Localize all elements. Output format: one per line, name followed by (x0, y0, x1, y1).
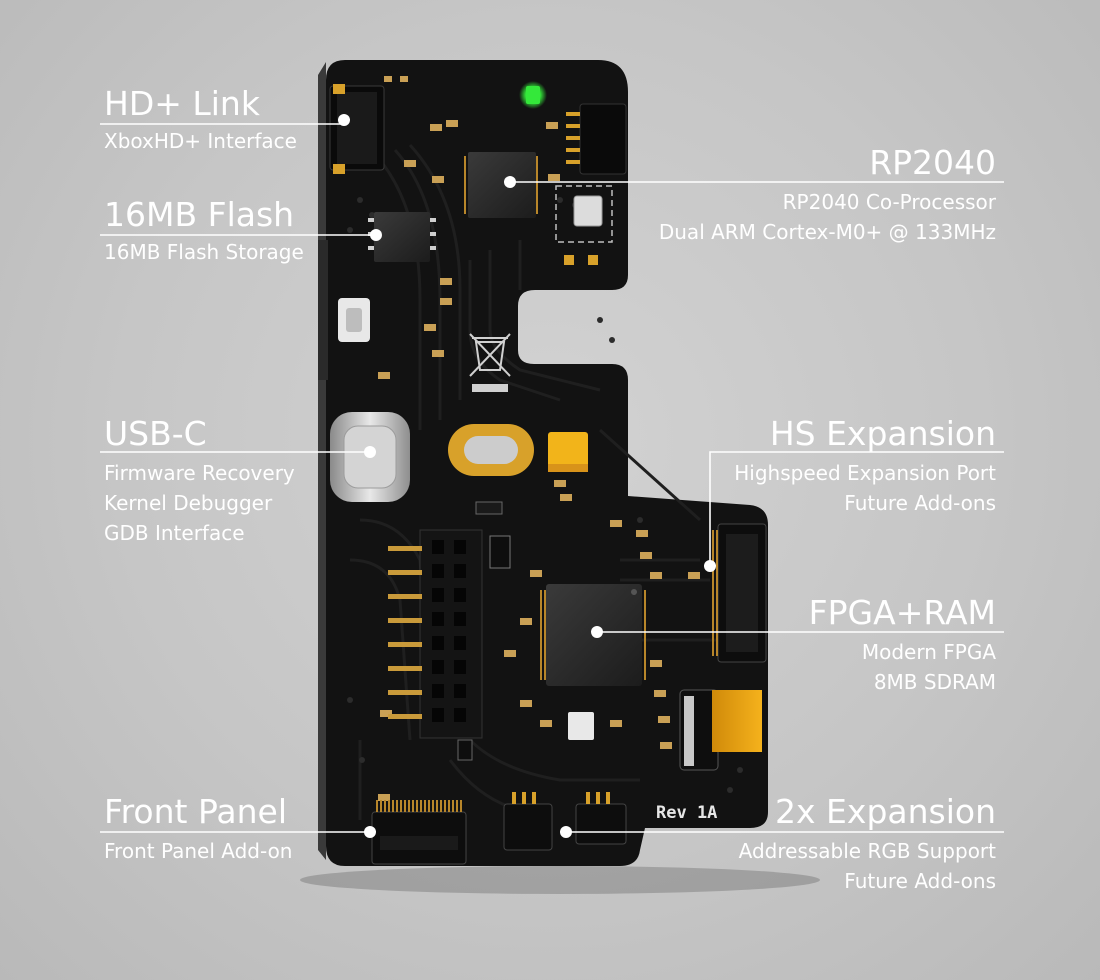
diode (475, 501, 503, 515)
header-pin (388, 666, 422, 671)
callout-desc: Future Add-ons (844, 869, 996, 893)
via-dots (347, 197, 743, 793)
expansion-connector-2 (575, 792, 627, 845)
crystal (573, 195, 603, 227)
board-revision: Rev 1A (656, 803, 717, 823)
header-socket (432, 588, 444, 602)
callout-2x-expansion: 2x Expansion Addressable RGB Support Fut… (739, 792, 996, 896)
tact-switch (338, 298, 370, 342)
callout-desc: 16MB Flash Storage (104, 240, 304, 264)
header-socket (432, 684, 444, 698)
expansion-connector-1 (503, 792, 553, 851)
header-socket (432, 660, 444, 674)
rp2040-chip (464, 152, 540, 218)
callout-hd-link: HD+ Link XboxHD+ Interface (104, 84, 297, 156)
header-pin (388, 594, 422, 599)
header-pin (388, 642, 422, 647)
small-ic (568, 712, 594, 740)
callout-title: 2x Expansion (775, 792, 996, 831)
header-socket (432, 636, 444, 650)
callout-desc: 8MB SDRAM (873, 670, 996, 694)
test-pad (564, 255, 574, 265)
callout-lines (100, 120, 1004, 833)
status-led (519, 81, 547, 109)
callout-dot-2x-expansion (560, 826, 572, 838)
tantalum-capacitor (548, 432, 588, 472)
header-socket (454, 660, 466, 674)
header-pin (388, 690, 422, 695)
header-socket (454, 540, 466, 554)
callout-dot-usbc (364, 446, 376, 458)
hd-link-connector (329, 84, 385, 174)
callout-dot-hd-link (338, 114, 350, 126)
callout-desc: Modern FPGA (861, 640, 996, 664)
crystal-footprint (555, 185, 613, 243)
callout-fpga: FPGA+RAM Modern FPGA 8MB SDRAM (809, 593, 996, 697)
weee-bin-icon (469, 333, 511, 392)
callout-dot-hs-expansion (704, 560, 716, 572)
callout-title: RP2040 (869, 143, 996, 182)
callout-desc: Highspeed Expansion Port (734, 461, 996, 485)
header-socket (432, 612, 444, 626)
callout-desc: Future Add-ons (844, 491, 996, 515)
callout-front-panel: Front Panel Front Panel Add-on (104, 792, 292, 866)
callout-desc: Kernel Debugger (104, 491, 273, 515)
regulator (489, 535, 511, 569)
callout-hs-expansion: HS Expansion Highspeed Expansion Port Fu… (734, 414, 996, 518)
front-panel-connector (371, 800, 467, 865)
callout-title: HS Expansion (769, 414, 996, 453)
board-shadow (300, 866, 820, 894)
header-pin (388, 546, 422, 551)
callout-dot-rp2040 (504, 176, 516, 188)
callout-desc: XboxHD+ Interface (104, 129, 297, 153)
callout-desc: Firmware Recovery (104, 461, 295, 485)
callout-desc: Front Panel Add-on (104, 839, 293, 863)
header-socket (454, 708, 466, 722)
test-pad (588, 255, 598, 265)
header-pin (388, 714, 422, 719)
header-pin (388, 570, 422, 575)
callout-desc: RP2040 Co-Processor (782, 190, 996, 214)
mounting-slot (448, 424, 534, 476)
side-switch (318, 240, 328, 380)
header-socket (432, 708, 444, 722)
callout-title: HD+ Link (104, 84, 260, 123)
callout-dot-fpga (591, 626, 603, 638)
callout-dot-flash (370, 229, 382, 241)
callout-title: 16MB Flash (104, 195, 295, 234)
small-ic (457, 739, 473, 761)
callout-desc: GDB Interface (104, 521, 245, 545)
callout-desc: Addressable RGB Support (738, 839, 996, 863)
smd-components (346, 76, 700, 801)
callout-title: Front Panel (104, 792, 287, 831)
callout-title: FPGA+RAM (808, 593, 996, 632)
header-socket (454, 564, 466, 578)
hs-expansion-connector (712, 523, 767, 663)
callout-line-hs-expansion (709, 451, 1004, 566)
board-edge (318, 62, 326, 860)
top-right-header (566, 103, 627, 175)
pin-header (419, 529, 483, 739)
callout-flash: 16MB Flash 16MB Flash Storage (104, 195, 304, 267)
header-socket (454, 684, 466, 698)
callout-dot-front-panel (364, 826, 376, 838)
header-socket (454, 636, 466, 650)
ffc-flex-cable (679, 689, 762, 771)
callout-desc: Dual ARM Cortex-M0+ @ 133MHz (658, 220, 996, 244)
callout-rp2040: RP2040 RP2040 Co-Processor Dual ARM Cort… (659, 143, 996, 247)
callout-dots (338, 114, 716, 838)
header-socket (432, 564, 444, 578)
callout-title: USB-C (104, 414, 207, 453)
header-pin (388, 618, 422, 623)
header-pins (388, 540, 466, 722)
callout-usbc: USB-C Firmware Recovery Kernel Debugger … (104, 414, 295, 548)
header-socket (454, 612, 466, 626)
header-socket (432, 540, 444, 554)
header-socket (454, 588, 466, 602)
